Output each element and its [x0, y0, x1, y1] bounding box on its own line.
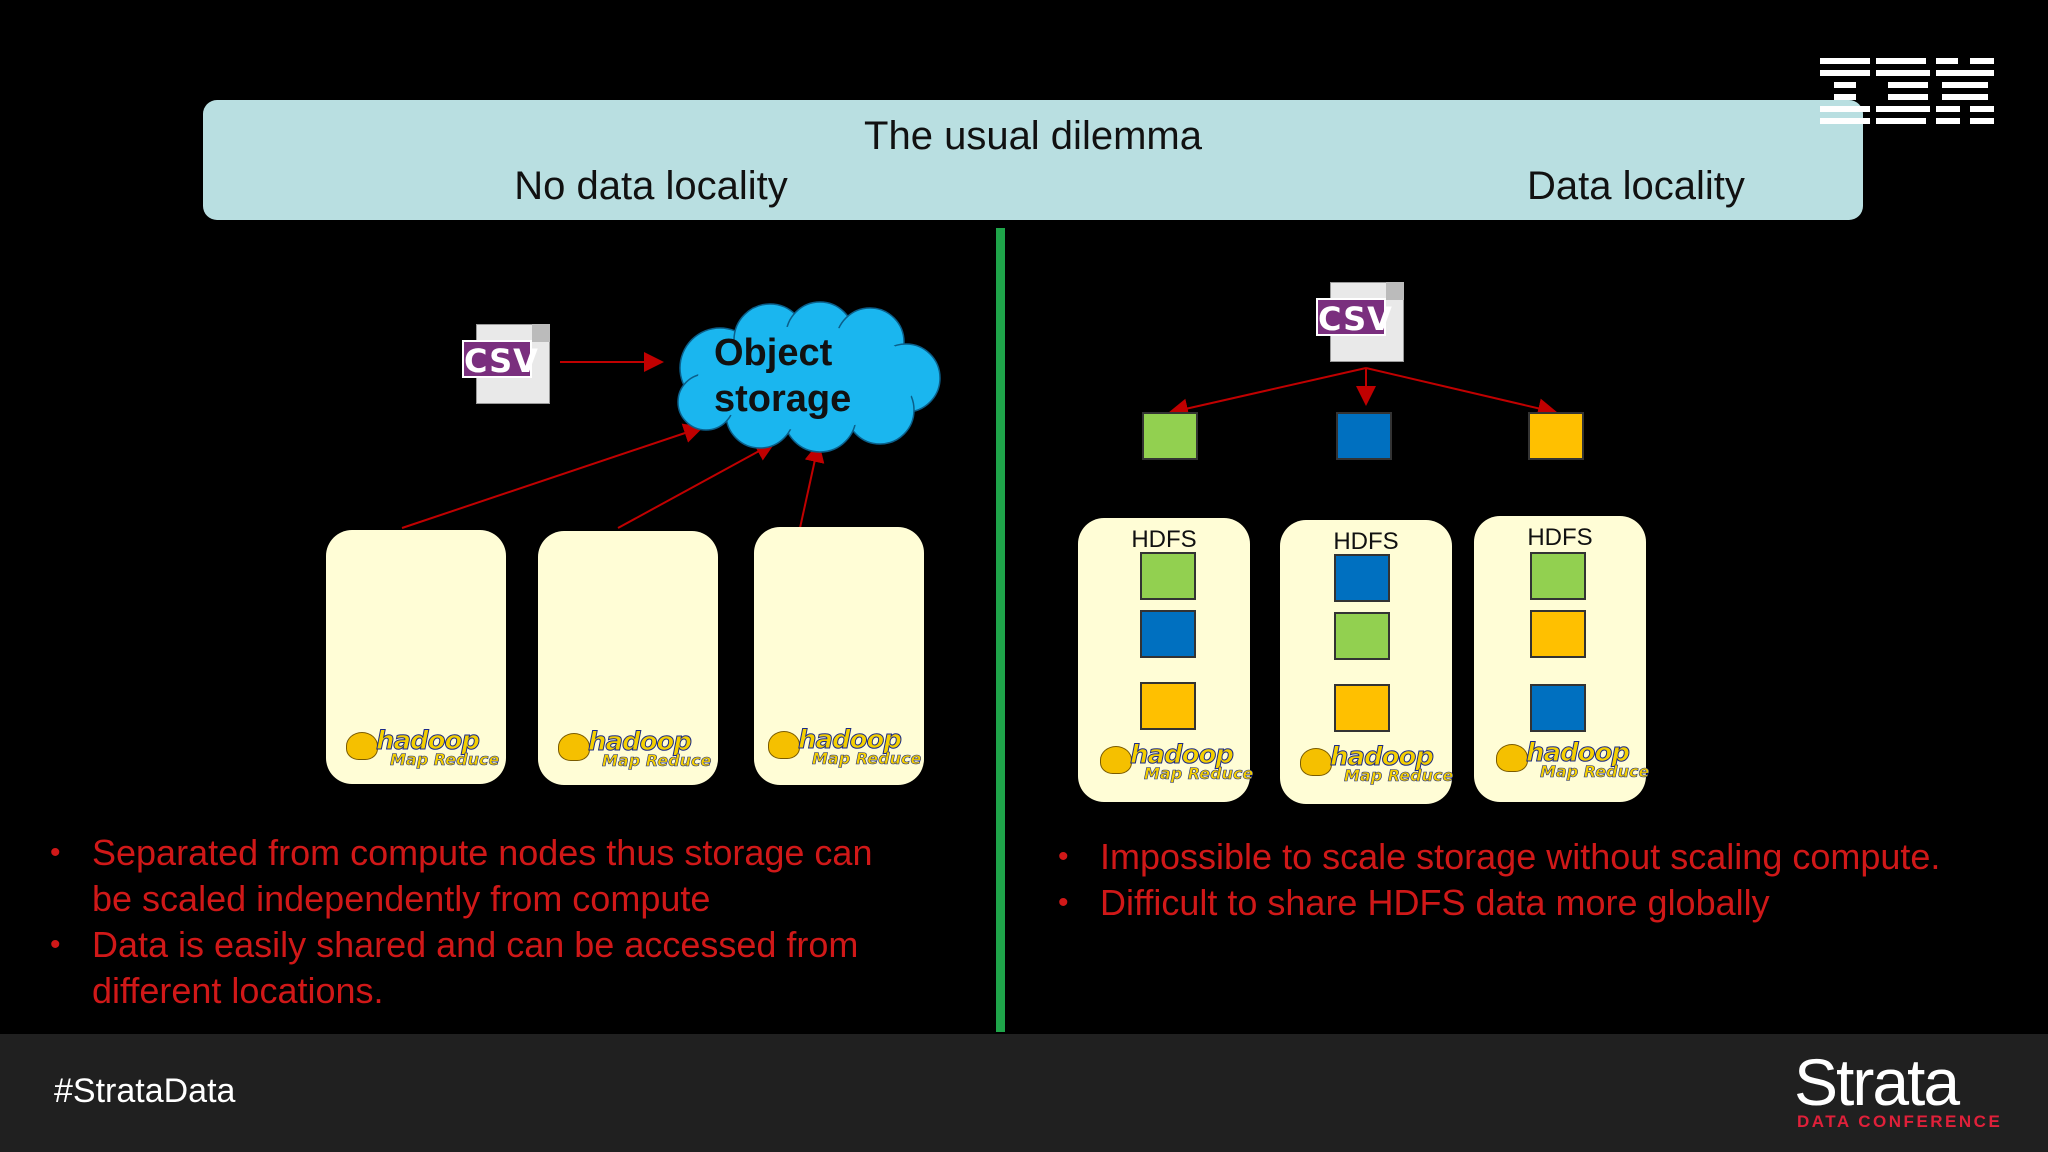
left-bullet-2-line-2: different locations. — [92, 970, 384, 1011]
arrow-node3-to-cloud — [799, 442, 825, 529]
hdfs-label: HDFS — [1333, 528, 1399, 555]
bullet-dot: • — [1058, 886, 1069, 919]
hdfs-label: HDFS — [1131, 526, 1197, 553]
hashtag-text: #StrataData — [54, 1072, 236, 1110]
compute-node-1: hadoop Map Reduce — [326, 530, 506, 784]
node1-block-1 — [1140, 552, 1196, 600]
strata-subtitle: DATA CONFERENCE — [1797, 1112, 2003, 1131]
left-bullet-2: • Data is easily shared and can be acces… — [50, 922, 972, 1014]
slide-title: The usual dilemma — [864, 114, 1202, 158]
mapreduce-word: Map Reduce — [812, 749, 922, 769]
hadoop-logo: hadoop Map Reduce — [768, 725, 922, 769]
divider-line — [996, 228, 1005, 1032]
hadoop-logo: hadoop Map Reduce — [346, 726, 500, 770]
bullet-dot: • — [50, 836, 61, 869]
cloud-label-line-1: Object — [714, 332, 833, 374]
left-bullet-2-line-1: Data is easily shared and can be accesse… — [92, 924, 859, 965]
hadoop-logo: hadoop Map Reduce — [1496, 738, 1650, 782]
node2-block-3 — [1334, 684, 1390, 732]
mapreduce-word: Map Reduce — [390, 750, 500, 770]
hadoop-word: hadoop — [375, 726, 480, 757]
arrow-node2-to-cloud — [617, 442, 776, 529]
right-heading: Data locality — [1527, 164, 1745, 208]
elephant-icon — [346, 732, 378, 760]
strata-logo: Strata — [1794, 1045, 1960, 1119]
bullet-dot: • — [1058, 840, 1069, 873]
hadoop-word: hadoop — [1329, 742, 1434, 773]
compute-node-2: hadoop Map Reduce — [538, 531, 718, 785]
bullet-dot: • — [50, 928, 61, 961]
node3-block-2 — [1530, 610, 1586, 658]
right-bullet-1: • Impossible to scale storage without sc… — [1058, 834, 2030, 880]
right-bullet-list: • Impossible to scale storage without sc… — [1058, 834, 2030, 926]
right-bullet-2-text: Difficult to share HDFS data more global… — [1100, 882, 1770, 923]
elephant-icon — [558, 733, 590, 761]
elephant-icon — [1300, 748, 1332, 776]
left-bullet-1-line-1: Separated from compute nodes thus storag… — [92, 832, 873, 873]
node2-block-2 — [1334, 612, 1390, 660]
csv-file-icon-right: CSV — [1316, 282, 1414, 362]
hadoop-logo: hadoop Map Reduce — [1100, 740, 1254, 784]
csv-file-icon-left: CSV — [462, 324, 560, 404]
elephant-icon — [768, 731, 800, 759]
mapreduce-word: Map Reduce — [1540, 762, 1650, 782]
csv-label-right: CSV — [1316, 298, 1393, 338]
hadoop-word: hadoop — [797, 725, 902, 756]
node3-block-3 — [1530, 684, 1586, 732]
node2-block-1 — [1334, 554, 1390, 602]
hdfs-label: HDFS — [1527, 524, 1593, 551]
arrow-csv-to-yellow — [1365, 367, 1558, 419]
header-banner: The usual dilemma No data locality Data … — [203, 100, 1863, 220]
hadoop-logo: hadoop Map Reduce — [558, 727, 712, 771]
node3-block-1 — [1530, 552, 1586, 600]
hdfs-node-2: HDFS hadoop Map Reduce — [1280, 520, 1454, 804]
csv-label-left: CSV — [462, 340, 539, 380]
left-bullet-list: • Separated from compute nodes thus stor… — [50, 830, 972, 1014]
mapreduce-word: Map Reduce — [1344, 766, 1454, 786]
hadoop-word: hadoop — [1525, 738, 1630, 769]
node1-block-2 — [1140, 610, 1196, 658]
cloud-label-line-2: storage — [714, 378, 852, 420]
hadoop-word: hadoop — [587, 727, 692, 758]
cloud-label: Object storage — [714, 330, 851, 422]
arrow-node1-to-cloud — [401, 423, 704, 529]
elephant-icon — [1100, 746, 1132, 774]
left-heading: No data locality — [514, 164, 788, 208]
compute-node-3: hadoop Map Reduce — [754, 527, 924, 785]
hadoop-word: hadoop — [1129, 740, 1234, 771]
hdfs-node-1: HDFS hadoop Map Reduce — [1078, 518, 1254, 802]
mapreduce-word: Map Reduce — [1144, 764, 1254, 784]
data-block-yellow — [1528, 412, 1584, 460]
footer-bar — [0, 1034, 2048, 1152]
mapreduce-word: Map Reduce — [602, 751, 712, 771]
node1-block-3 — [1140, 682, 1196, 730]
hdfs-node-3: HDFS hadoop Map Reduce — [1474, 516, 1650, 802]
arrow-csv-to-green — [1168, 367, 1367, 419]
ibm-logo — [1820, 58, 1994, 124]
hadoop-logo: hadoop Map Reduce — [1300, 742, 1454, 786]
left-bullet-1-line-2: be scaled independently from compute — [92, 878, 711, 919]
right-bullet-2: • Difficult to share HDFS data more glob… — [1058, 880, 2030, 926]
object-storage-cloud — [677, 301, 941, 453]
data-block-green — [1142, 412, 1198, 460]
right-bullet-1-text: Impossible to scale storage without scal… — [1100, 836, 1941, 877]
elephant-icon — [1496, 744, 1528, 772]
left-bullet-1: • Separated from compute nodes thus stor… — [50, 830, 972, 922]
data-block-blue — [1336, 412, 1392, 460]
